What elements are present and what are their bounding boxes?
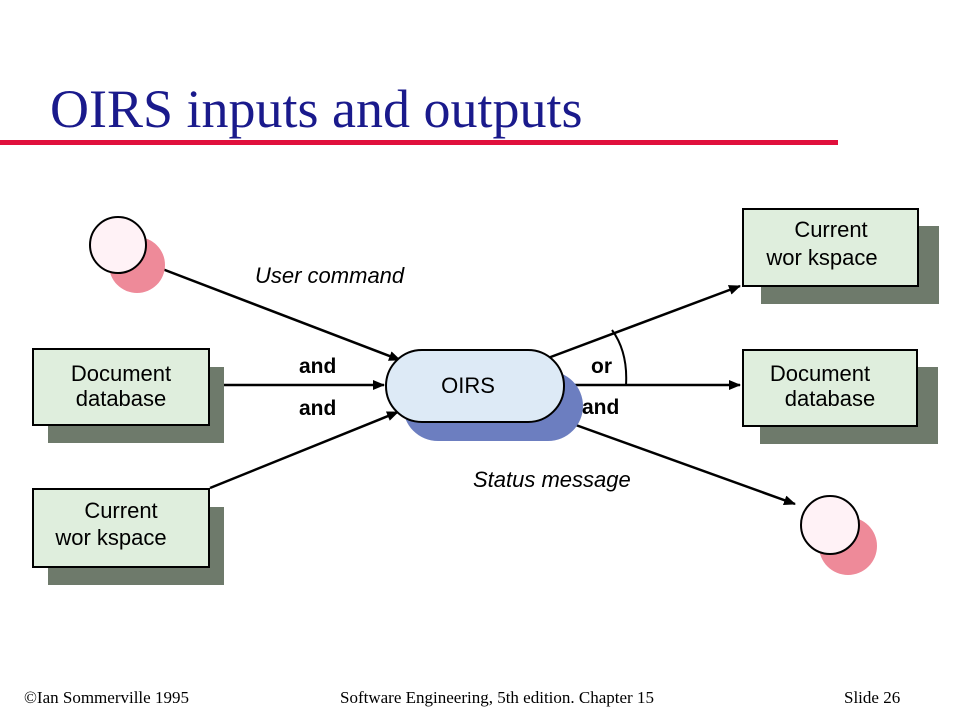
arrows [143,260,796,506]
arrow-current-workspace-in [209,410,399,490]
and-connector-2: and [299,397,336,420]
current-workspace-output-line2: wor kspace [765,245,877,270]
and-connector-1: and [299,355,336,378]
footer-copyright: ©Ian Sommerville 1995 [24,688,189,707]
current-workspace-output-line1: Current [794,217,867,242]
title-underline [0,140,838,145]
or-arc [611,329,628,386]
document-database-output-line1: Document [770,361,870,386]
document-database-input-line2: database [76,386,167,411]
footer-slide-number: Slide 26 [844,688,901,707]
user-command-label: User command [255,263,405,288]
or-connector: or [591,355,612,378]
document-database-output-line2: database [785,386,876,411]
document-database-input-line1: Document [71,361,171,386]
oirs-process-label: OIRS [441,373,495,398]
current-workspace-output: Current wor kspace [742,208,939,304]
document-database-output: Document database [742,349,938,444]
document-database-input: Document database [32,348,224,443]
arrow-current-workspace-out [547,284,741,360]
oirs-process: OIRS [385,349,583,441]
slide-title: OIRS inputs and outputs [50,79,583,139]
status-message-label: Status message [473,467,631,492]
current-workspace-input-line1: Current [84,498,157,523]
arrow-user-command [143,260,401,362]
footer-book: Software Engineering, 5th edition. Chapt… [340,688,654,707]
user-terminator-in [89,216,165,293]
user-terminator-out [800,495,877,575]
and-connector-3: and [582,396,619,419]
current-workspace-input-line2: wor kspace [54,525,166,550]
current-workspace-input: Current wor kspace [32,488,224,585]
arrow-status-message [547,413,796,506]
